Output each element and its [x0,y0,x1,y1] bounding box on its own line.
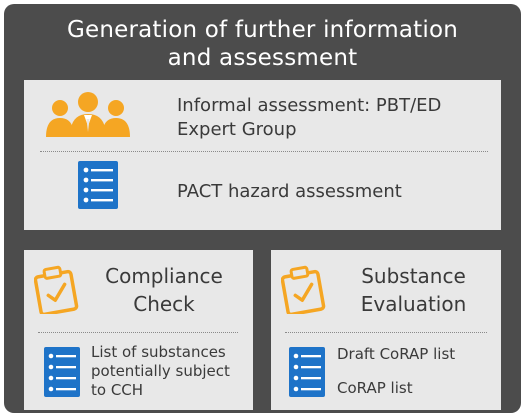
list-document-icon [44,347,80,397]
panel-divider [40,151,488,152]
people-group-icon [46,92,130,137]
list-document-icon [289,347,325,397]
title-line-1: Generation of further information [66,17,459,43]
compliance-item: List of substances potentially subject t… [91,343,230,400]
compliance-item-line-2: potentially subject [91,362,230,380]
clipboard-check-icon [281,265,326,314]
compliance-heading: Compliance Check [84,262,244,318]
compliance-heading-line-2: Check [133,292,195,316]
evaluation-divider [285,332,487,333]
list-document-icon [78,161,118,209]
title-line-2: and assessment [167,45,358,71]
pact-label: PACT hazard assessment [177,181,402,202]
clipboard-check-icon [34,265,79,314]
compliance-divider [38,332,238,333]
evaluation-heading-line-2: Evaluation [360,292,467,316]
compliance-item-line-1: List of substances [91,343,226,361]
diagram-title: Generation of further information and as… [4,16,521,72]
evaluation-item-corap: CoRAP list [337,379,413,397]
informal-assessment-panel: Informal assessment: PBT/ED Expert Group… [24,80,501,230]
expert-group-line-2: Expert Group [177,119,297,140]
substance-evaluation-panel: Substance Evaluation Draft CoRAP list Co… [271,250,501,410]
evaluation-item-draft-corap: Draft CoRAP list [337,345,456,363]
compliance-item-line-3: to CCH [91,381,144,399]
compliance-heading-line-1: Compliance [105,264,223,288]
evaluation-heading-line-1: Substance [361,264,466,288]
evaluation-heading: Substance Evaluation [331,262,496,318]
expert-group-label: Informal assessment: PBT/ED Expert Group [177,94,441,142]
diagram-frame: Generation of further information and as… [4,4,521,413]
expert-group-line-1: Informal assessment: PBT/ED [177,95,442,116]
compliance-check-panel: Compliance Check List of substances pote… [24,250,253,410]
